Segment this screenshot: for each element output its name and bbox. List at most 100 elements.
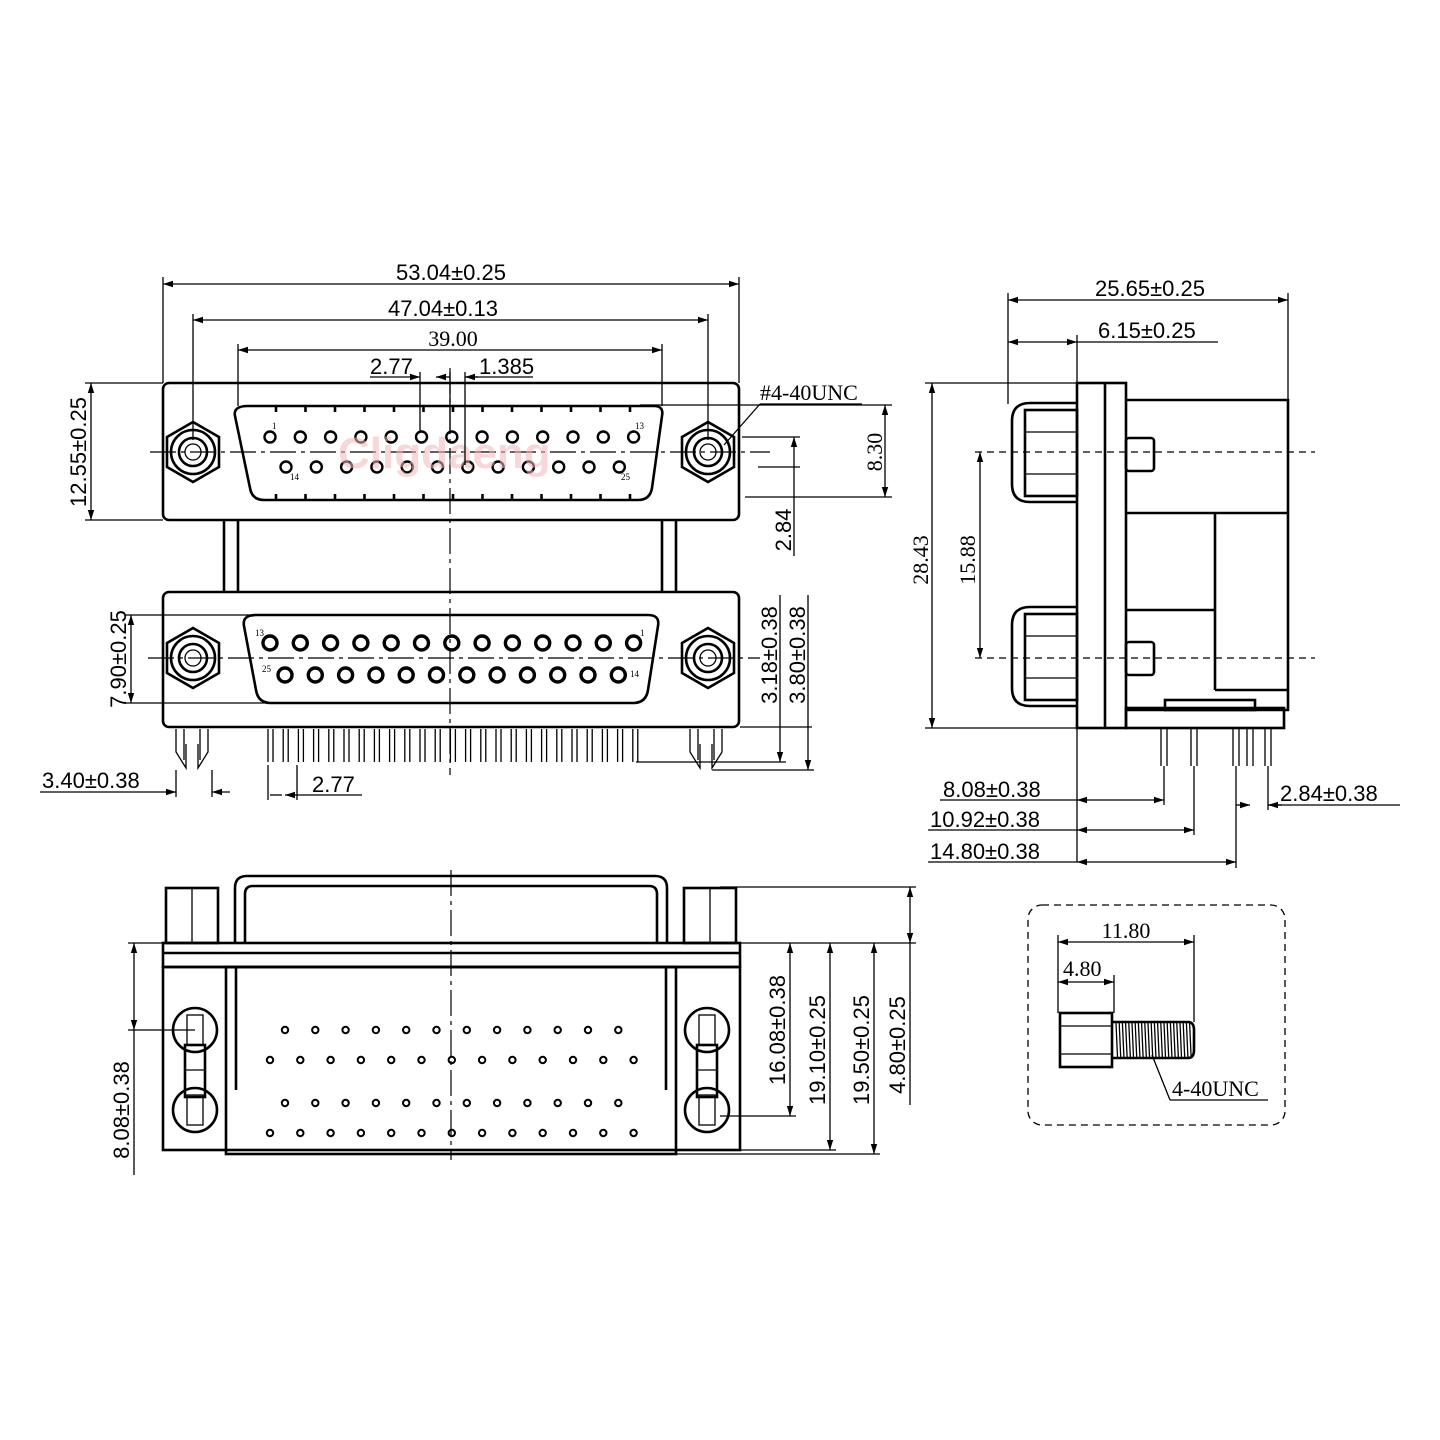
bottom-view: 8.08±0.38 16.08±0.38 19.10±0.25 19.50±0.… [109, 870, 916, 1175]
dim-row-c: 19.50±0.25 [849, 995, 874, 1105]
lower-pin-field [261, 634, 643, 684]
lower-pin-label-13: 13 [255, 628, 265, 638]
grid-pin [417, 1055, 426, 1065]
pin [503, 634, 522, 652]
pin [354, 430, 368, 444]
dim-pin-offset: 1.385 [479, 354, 534, 379]
grid-pin [296, 1128, 305, 1138]
pin [400, 460, 414, 474]
pin [263, 430, 277, 444]
watermark-text: Cligdaeng [338, 429, 551, 478]
leader-screw-thread [723, 403, 761, 446]
grid-pin [280, 1098, 290, 1108]
pin [505, 430, 520, 444]
grid-pin [432, 1025, 441, 1035]
pin [624, 634, 643, 652]
dim-screw-length: 11.80 [1102, 918, 1151, 943]
dim-flange-to-face: 6.15±0.25 [1098, 318, 1196, 343]
pin [579, 666, 597, 684]
pin [488, 666, 506, 684]
thread-line [1128, 1022, 1131, 1058]
grid-pin [280, 1025, 290, 1035]
lower-d-shell [242, 613, 660, 705]
pin [566, 430, 580, 444]
front-plate [1075, 381, 1128, 730]
thread-line [1121, 1022, 1125, 1058]
pin [414, 430, 429, 444]
upper-standoff [1010, 401, 1077, 504]
upper-d-shell [233, 404, 664, 502]
grid-pin [583, 1025, 593, 1035]
grid-pin [311, 1025, 320, 1035]
pin [412, 634, 431, 652]
thread-line [1182, 1022, 1186, 1058]
dim-hex-length: 4.80 [1063, 956, 1102, 981]
pin [382, 634, 400, 652]
label-screw-thread: #4-40UNC [760, 380, 858, 405]
grid-pin [341, 1025, 350, 1035]
dim-tail-b: 3.80±0.38 [785, 606, 810, 704]
pin [384, 430, 398, 444]
dim-row-offset: 2.84 [771, 509, 796, 552]
grid-pin [492, 1025, 502, 1035]
dim-row-b: 19.10±0.25 [805, 995, 830, 1105]
dim-overall-width: 53.04±0.25 [396, 260, 506, 285]
side-view: 25.65±0.25 6.15±0.25 28.43 15.88 8.08±0.… [908, 276, 1400, 868]
hex-nut [165, 626, 221, 690]
dim-tail-row3: 14.80±0.38 [930, 839, 1040, 864]
pin [564, 634, 582, 652]
thread-line [1172, 1022, 1176, 1058]
grid-pin [568, 1055, 578, 1065]
grid-pin [462, 1025, 471, 1035]
leader-thread [1151, 1054, 1171, 1101]
pin [518, 666, 537, 684]
pin [261, 634, 279, 652]
thread-line [1147, 1022, 1151, 1058]
grid-pin [599, 1055, 608, 1065]
pin [626, 430, 641, 444]
grid-pin [402, 1025, 411, 1035]
grid-pin [402, 1098, 411, 1108]
pin [552, 460, 566, 474]
label-thread: 4-40UNC [1172, 1076, 1259, 1101]
grid-pin [599, 1128, 608, 1138]
grid-pin [629, 1055, 638, 1065]
pin [352, 634, 370, 652]
grid-pin [296, 1055, 305, 1065]
pin [291, 634, 309, 652]
upper-pin-label-14: 14 [290, 472, 300, 482]
dim-tail-row2: 10.92±0.38 [930, 807, 1040, 832]
dim-row-spacing: 8.30 [862, 433, 887, 472]
pin [397, 666, 415, 684]
thread-line [1179, 1022, 1183, 1058]
hex-nut [165, 420, 221, 484]
grid-pin [538, 1128, 547, 1138]
boardlock-left [175, 729, 209, 771]
dim-pin-pitch: 2.77 [370, 354, 413, 379]
pcb-tails [267, 729, 639, 762]
pin [596, 430, 610, 444]
grid-pin [341, 1098, 350, 1108]
boardlock-slot [698, 1094, 716, 1126]
pin [370, 460, 384, 474]
pin [309, 460, 323, 474]
grid-pin [614, 1098, 623, 1108]
pin [458, 666, 476, 684]
dim-tail-pitch: 2.77 [312, 772, 355, 797]
thread-line [1134, 1022, 1138, 1058]
dim-port-spacing: 15.88 [955, 535, 980, 585]
grid-pin [371, 1098, 381, 1108]
grid-pin [326, 1128, 335, 1138]
grid-pin [447, 1128, 456, 1138]
pin [521, 460, 536, 474]
boardlock-circle [171, 1086, 219, 1134]
thread-line [1124, 1022, 1128, 1058]
grid-pin [523, 1025, 532, 1035]
grid-pin [265, 1055, 275, 1065]
lower-pin-label-25: 25 [262, 664, 272, 674]
grid-pin [553, 1025, 562, 1035]
dim-boardlock: 3.40±0.38 [42, 768, 140, 793]
thread-line [1150, 1022, 1154, 1058]
pin [582, 460, 596, 474]
